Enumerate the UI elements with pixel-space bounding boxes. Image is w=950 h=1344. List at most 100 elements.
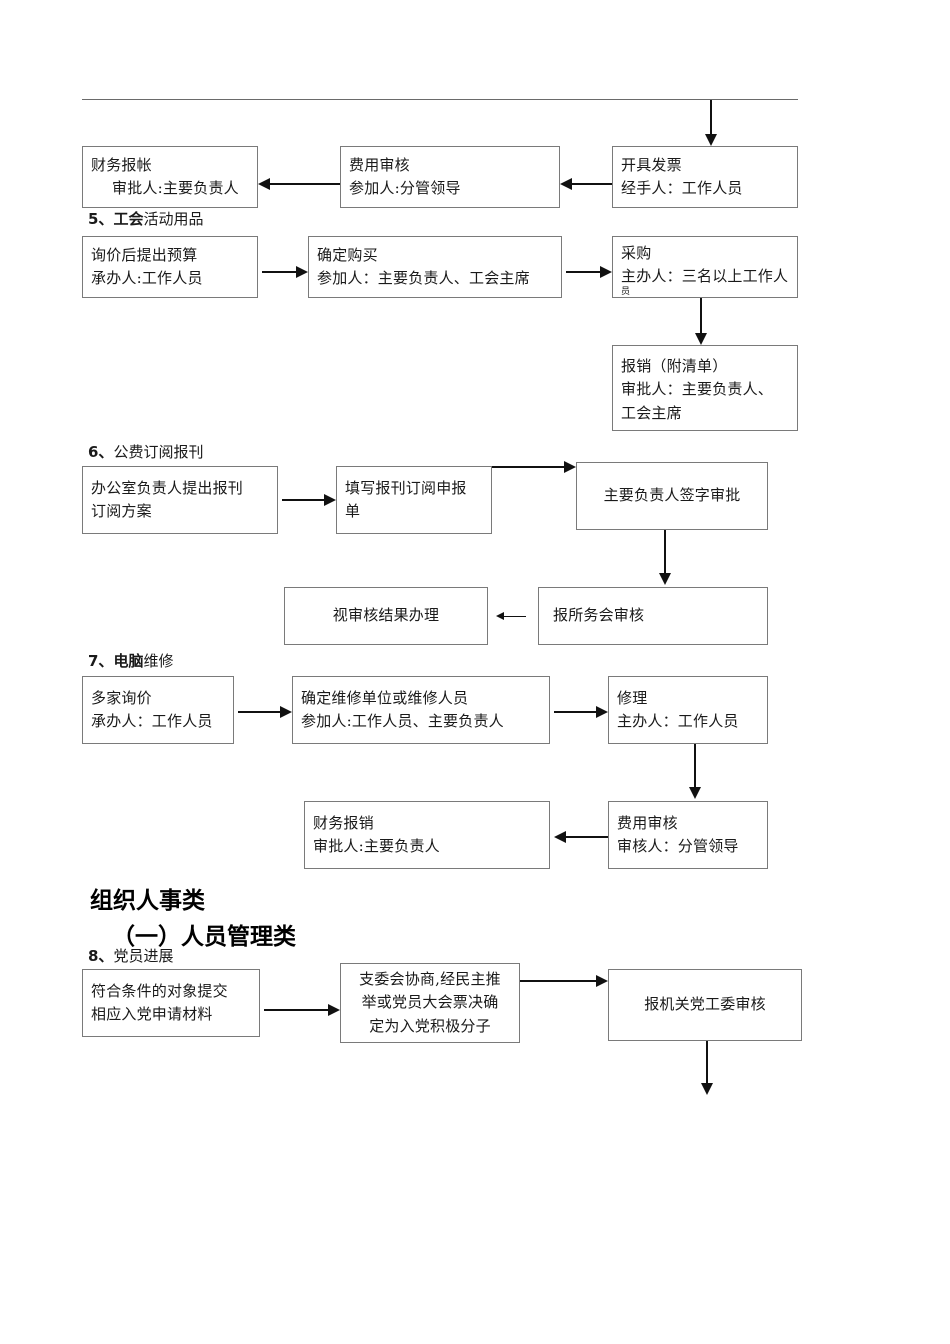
- arrow-down-to-invoice: [705, 134, 717, 146]
- box-repair: 修理 主办人：工作人员: [608, 676, 768, 744]
- section-6-rest: 公费订阅报刊: [113, 443, 204, 461]
- arrow-right-to-leadersign: [564, 461, 576, 473]
- connector-leadersign-to-officemeeting: [664, 530, 666, 578]
- connector-budget-to-confirmpurchase: [262, 271, 296, 273]
- connector-proposeplan-to-fillform: [282, 499, 324, 501]
- box-submit-party-application-line1: 符合条件的对象提交: [91, 981, 228, 1000]
- box-branch-discussion: 支委会协商,经民主推 举或党员大会票决确 定为入党积极分子: [340, 963, 520, 1043]
- arrow-right-to-confirmrepair: [280, 706, 292, 718]
- box-reimbursement-line3: 工会主席: [621, 403, 682, 422]
- page-heading-organization-personnel: 组织人事类: [90, 888, 205, 914]
- box-confirm-repair-unit: 确定维修单位或维修人员 参加人:工作人员、主要负责人: [292, 676, 550, 744]
- box-issue-invoice-line1: 开具发票: [621, 155, 682, 174]
- box-branch-discussion-line2: 举或党员大会票决确: [361, 993, 499, 1012]
- section-8-label: 8、党员进展: [88, 945, 173, 966]
- section-8-number: 8、: [88, 947, 114, 965]
- box-finance-report: 财务报帐 审批人:主要负责人: [82, 146, 258, 208]
- box-finance-reimburse-line2: 审批人:主要负责人: [313, 837, 440, 855]
- connector-costreview-to-financereport: [270, 183, 340, 185]
- arrow-right-to-fillform: [324, 494, 336, 506]
- box-finance-report-line1: 财务报帐: [91, 155, 152, 174]
- box-cost-review-repair: 费用审核 审核人：分管领导: [608, 801, 768, 869]
- section-7-label: 7、电脑维修: [88, 650, 173, 671]
- box-party-committee-review-line1: 报机关党工委审核: [644, 995, 766, 1014]
- arrow-right-to-partycommittee: [596, 975, 608, 987]
- section-5-number: 5、: [88, 210, 114, 228]
- box-confirm-purchase: 确定购买 参加人：主要负责人、工会主席: [308, 236, 562, 298]
- box-multi-quote: 多家询价 承办人：工作人员: [82, 676, 234, 744]
- connector-multiquote-to-confirmrepair: [238, 711, 280, 713]
- box-finance-reimburse: 财务报销 审批人:主要负责人: [304, 801, 550, 869]
- section-6-number: 6、: [88, 443, 114, 461]
- section-8-rest: 党员进展: [113, 947, 174, 965]
- section-7-number: 7、: [88, 652, 114, 670]
- box-repair-line1: 修理: [617, 688, 648, 707]
- connector-confirmrepair-to-repair: [554, 711, 596, 713]
- box-issue-invoice: 开具发票 经手人：工作人员: [612, 146, 798, 208]
- box-propose-subscription-plan: 办公室负责人提出报刊 订阅方案: [82, 466, 278, 534]
- box-cost-review-office-line2: 参加人:分管领导: [349, 179, 461, 197]
- section-6-label: 6、公费订阅报刊: [88, 441, 203, 462]
- box-submit-party-application-line2: 相应入党申请材料: [91, 1005, 213, 1023]
- box-office-meeting-review: 报所务会审核: [538, 587, 768, 645]
- box-cost-review-office: 费用审核 参加人:分管领导: [340, 146, 560, 208]
- box-reimbursement: 报销（附清单） 审批人：主要负责人、 工会主席: [612, 345, 798, 431]
- connector-submitapp-to-branchdiscussion: [264, 1009, 328, 1011]
- box-procurement: 采购 主办人：三名以上工作人 员: [612, 236, 798, 298]
- box-branch-discussion-line1: 支委会协商,经民主推: [359, 970, 501, 988]
- connector-fillform-to-leadersign: [492, 466, 564, 468]
- box-handle-by-result: 视审核结果办理: [284, 587, 488, 645]
- box-issue-invoice-line2: 经手人：工作人员: [621, 179, 743, 197]
- box-branch-discussion-line3: 定为入党积极分子: [369, 1016, 491, 1035]
- connector-officemeeting-to-handleresult: [504, 616, 526, 617]
- box-reimbursement-line2: 审批人：主要负责人、: [621, 380, 774, 399]
- connector-costreview-to-financereimburse: [566, 836, 608, 838]
- box-repair-line2: 主办人：工作人员: [617, 712, 739, 730]
- box-cost-review-office-line1: 费用审核: [349, 155, 410, 174]
- box-confirm-purchase-line2: 参加人：主要负责人、工会主席: [317, 269, 530, 287]
- box-party-committee-review: 报机关党工委审核: [608, 969, 802, 1041]
- box-inquiry-budget-line1: 询价后提出预算: [91, 245, 198, 264]
- arrow-down-to-officemeeting: [659, 573, 671, 585]
- box-confirm-repair-unit-line1: 确定维修单位或维修人员: [301, 688, 469, 707]
- box-confirm-purchase-line1: 确定购买: [317, 245, 378, 264]
- box-confirm-repair-unit-line2: 参加人:工作人员、主要负责人: [301, 712, 504, 730]
- arrow-left-to-handleresult: [496, 612, 504, 620]
- box-fill-subscription-form-line2: 单: [345, 502, 361, 520]
- arrow-right-to-confirmpurchase: [296, 266, 308, 278]
- box-procurement-line1: 采购: [621, 244, 652, 262]
- arrow-down-from-partycommittee: [701, 1083, 713, 1095]
- section-5-strong: 工会: [113, 210, 144, 228]
- arrow-right-to-procurement: [600, 266, 612, 278]
- box-procurement-line3: 员: [621, 286, 631, 297]
- connector-procurement-to-reimbursement: [700, 298, 702, 338]
- box-leader-sign-approval: 主要负责人签字审批: [576, 462, 768, 530]
- box-office-meeting-review-line1: 报所务会审核: [553, 606, 645, 625]
- box-multi-quote-line2: 承办人：工作人员: [91, 712, 213, 730]
- section-7-rest: 维修: [143, 652, 174, 670]
- connector-repair-to-costreview: [694, 744, 696, 792]
- box-inquiry-budget: 询价后提出预算 承办人:工作人员: [82, 236, 258, 298]
- section-5-label: 5、工会活动用品: [88, 208, 203, 229]
- box-fill-subscription-form: 填写报刊订阅申报 单: [336, 466, 492, 534]
- arrow-left-to-financereimburse: [554, 831, 566, 843]
- arrow-down-to-reimbursement: [695, 333, 707, 345]
- section-7-strong: 电脑: [113, 652, 144, 670]
- box-propose-subscription-plan-line2: 订阅方案: [91, 502, 152, 520]
- box-cost-review-repair-line2: 审核人：分管领导: [617, 837, 739, 855]
- arrow-down-to-costreview-repair: [689, 787, 701, 799]
- connector-branchdiscussion-to-partycommittee: [520, 980, 596, 982]
- box-procurement-line2: 主办人：三名以上工作人: [621, 267, 789, 286]
- box-leader-sign-approval-line1: 主要负责人签字审批: [603, 486, 741, 505]
- arrow-left-to-costreview: [560, 178, 572, 190]
- connector-top-to-invoice: [710, 100, 712, 136]
- box-inquiry-budget-line2: 承办人:工作人员: [91, 269, 203, 287]
- box-submit-party-application: 符合条件的对象提交 相应入党申请材料: [82, 969, 260, 1037]
- box-reimbursement-line1: 报销（附清单）: [621, 357, 728, 375]
- box-finance-reimburse-line1: 财务报销: [313, 813, 374, 832]
- box-propose-subscription-plan-line1: 办公室负责人提出报刊: [91, 478, 244, 497]
- arrow-right-to-branchdiscussion: [328, 1004, 340, 1016]
- box-finance-report-line2: 审批人:主要负责人: [112, 179, 239, 197]
- box-multi-quote-line1: 多家询价: [91, 688, 152, 707]
